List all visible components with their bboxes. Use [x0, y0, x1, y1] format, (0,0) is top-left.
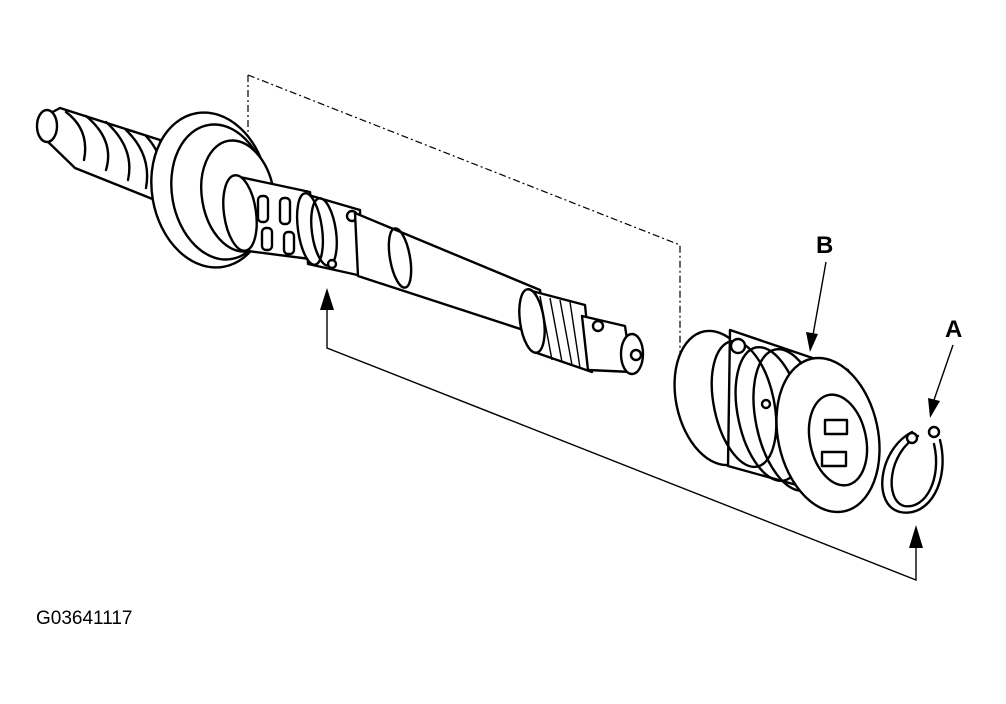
arrow-up-right — [909, 525, 923, 548]
shaft-collar — [295, 192, 364, 278]
leader-b — [806, 261, 827, 352]
leader-a — [928, 344, 954, 418]
shaft-splined-tip — [518, 288, 645, 376]
callout-label-b: B — [816, 232, 834, 259]
figure-id: G03641117 — [36, 608, 133, 629]
callout-label-a: A — [945, 316, 963, 343]
assembly-bracket-line — [320, 288, 923, 582]
arrow-up-left — [320, 288, 334, 310]
snap-ring — [881, 425, 944, 514]
helical-gear — [35, 106, 177, 202]
piston-sleeve — [673, 328, 881, 514]
